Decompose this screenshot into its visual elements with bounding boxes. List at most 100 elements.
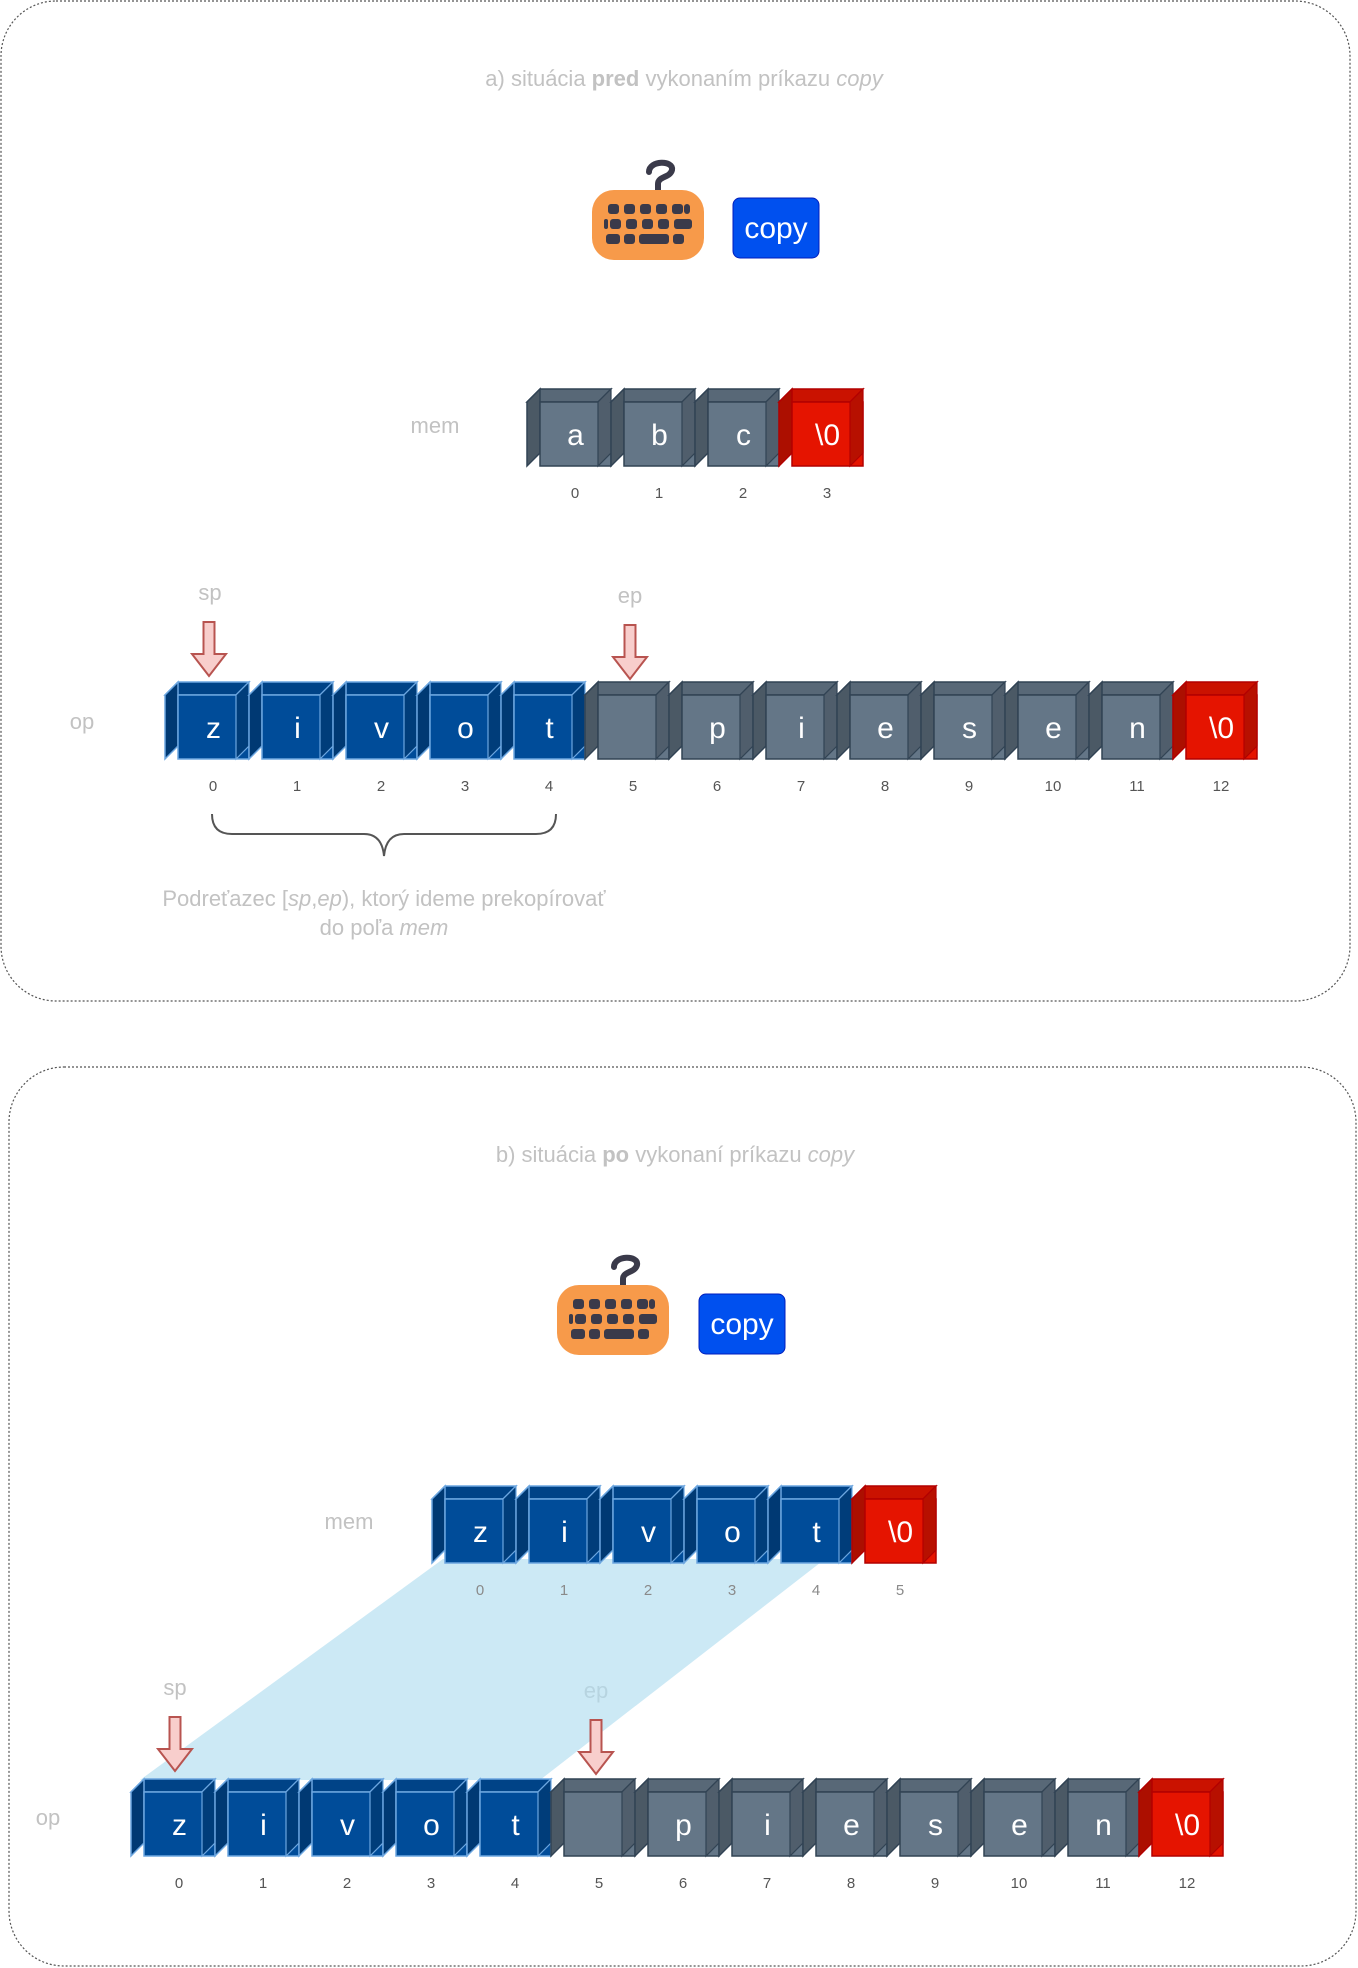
op-label: op: [36, 1805, 60, 1830]
panel-b-title: b) situácia po vykonaní príkazu copy: [496, 1142, 856, 1167]
op-cell: \0: [1171, 680, 1259, 761]
op-cell: o: [415, 680, 503, 761]
panel-b-frame: [8, 1066, 1357, 1967]
sp-down-arrow-icon: [155, 1716, 195, 1773]
cell-index: 6: [713, 778, 721, 795]
cell-value: o: [457, 712, 474, 745]
op-cell: i: [717, 1777, 805, 1858]
cell-value: a: [567, 419, 584, 452]
op-cell: t: [465, 1777, 553, 1858]
cell-index: 0: [476, 1582, 484, 1599]
mem-cell: \0: [777, 387, 865, 468]
sp-label: sp: [198, 580, 221, 605]
ep-down-arrow-icon: [576, 1719, 616, 1776]
cell-index: 5: [595, 1875, 603, 1892]
ep-label: ep: [618, 583, 642, 608]
cell-index: 8: [847, 1875, 855, 1892]
cell-value: e: [1045, 712, 1062, 745]
cell-index: 4: [812, 1582, 820, 1599]
curly-brace-icon: [211, 813, 557, 857]
cell-value: n: [1095, 1809, 1112, 1842]
sp-down-arrow-icon: [189, 621, 229, 678]
op-cell: o: [381, 1777, 469, 1858]
cell-value: s: [962, 712, 977, 745]
mem-cell: i: [514, 1484, 602, 1565]
op-cell: [549, 1777, 637, 1858]
cell-value: p: [675, 1809, 692, 1842]
keyboard-icon: [592, 159, 704, 260]
cell-value: \0: [815, 419, 840, 452]
copy-button[interactable]: copy: [732, 197, 820, 259]
op-cell: s: [885, 1777, 973, 1858]
cell-index: 3: [461, 778, 469, 795]
op-cell: e: [835, 680, 923, 761]
op-cell: t: [499, 680, 587, 761]
cell-value: \0: [1209, 712, 1234, 745]
cell-index: 1: [293, 778, 301, 795]
op-cell: i: [247, 680, 335, 761]
op-cell: p: [633, 1777, 721, 1858]
mem-cell: b: [609, 387, 697, 468]
cell-index: 1: [560, 1582, 568, 1599]
cell-value: o: [423, 1809, 440, 1842]
cell-index: 9: [965, 778, 973, 795]
panel-a-title: a) situácia pred vykonaním príkazu copy: [485, 66, 884, 91]
op-cell: z: [163, 680, 251, 761]
cell-index: 1: [259, 1875, 267, 1892]
cell-index: 12: [1179, 1875, 1196, 1892]
cell-index: 2: [644, 1582, 652, 1599]
cell-index: 6: [679, 1875, 687, 1892]
cell-value: e: [877, 712, 894, 745]
op-cell: [583, 680, 671, 761]
mem-cell: a: [525, 387, 613, 468]
ep-down-arrow-icon: [610, 624, 650, 681]
mem-cell: o: [682, 1484, 770, 1565]
copy-button-label: copy: [710, 1308, 773, 1341]
cell-index: 2: [377, 778, 385, 795]
cell-index: 10: [1011, 1875, 1028, 1892]
copy-button-label: copy: [744, 212, 807, 245]
substring-note-line2: do poľa mem: [320, 915, 449, 940]
cell-value: i: [798, 712, 805, 745]
cell-value: \0: [888, 1516, 913, 1549]
cell-index: 4: [545, 778, 553, 795]
cell-value: b: [651, 419, 668, 452]
op-cell: \0: [1137, 1777, 1225, 1858]
mem-cell: t: [766, 1484, 854, 1565]
substring-note-line1: Podreťazec [sp,ep), ktorý ideme prekopír…: [162, 886, 606, 911]
cell-index: 1: [655, 485, 663, 502]
cell-value: n: [1129, 712, 1146, 745]
cell-value: v: [641, 1516, 656, 1549]
cell-index: 8: [881, 778, 889, 795]
sp-label: sp: [163, 1675, 186, 1700]
op-cell: i: [751, 680, 839, 761]
op-cell: e: [969, 1777, 1057, 1858]
cell-index: 11: [1129, 778, 1145, 795]
cell-index: 2: [739, 485, 747, 502]
cell-index: 9: [931, 1875, 939, 1892]
copy-button[interactable]: copy: [698, 1293, 786, 1355]
cell-value: s: [928, 1809, 943, 1842]
cell-index: 0: [175, 1875, 183, 1892]
cell-value: t: [511, 1809, 520, 1842]
op-cell: e: [1003, 680, 1091, 761]
mem-label: mem: [325, 1509, 374, 1534]
cell-value: i: [260, 1809, 267, 1842]
panel-a-frame: [0, 0, 1351, 1002]
cell-value: t: [812, 1516, 821, 1549]
op-cell: s: [919, 680, 1007, 761]
mem-cell: z: [430, 1484, 518, 1565]
cell-index: 7: [763, 1875, 771, 1892]
cell-value: z: [172, 1809, 187, 1842]
cell-index: 4: [511, 1875, 519, 1892]
mem-cell: \0: [850, 1484, 938, 1565]
cell-index: 12: [1213, 778, 1230, 795]
cell-index: 10: [1045, 778, 1062, 795]
cell-index: 11: [1095, 1875, 1111, 1892]
op-cell: n: [1053, 1777, 1141, 1858]
cell-index: 3: [823, 485, 831, 502]
